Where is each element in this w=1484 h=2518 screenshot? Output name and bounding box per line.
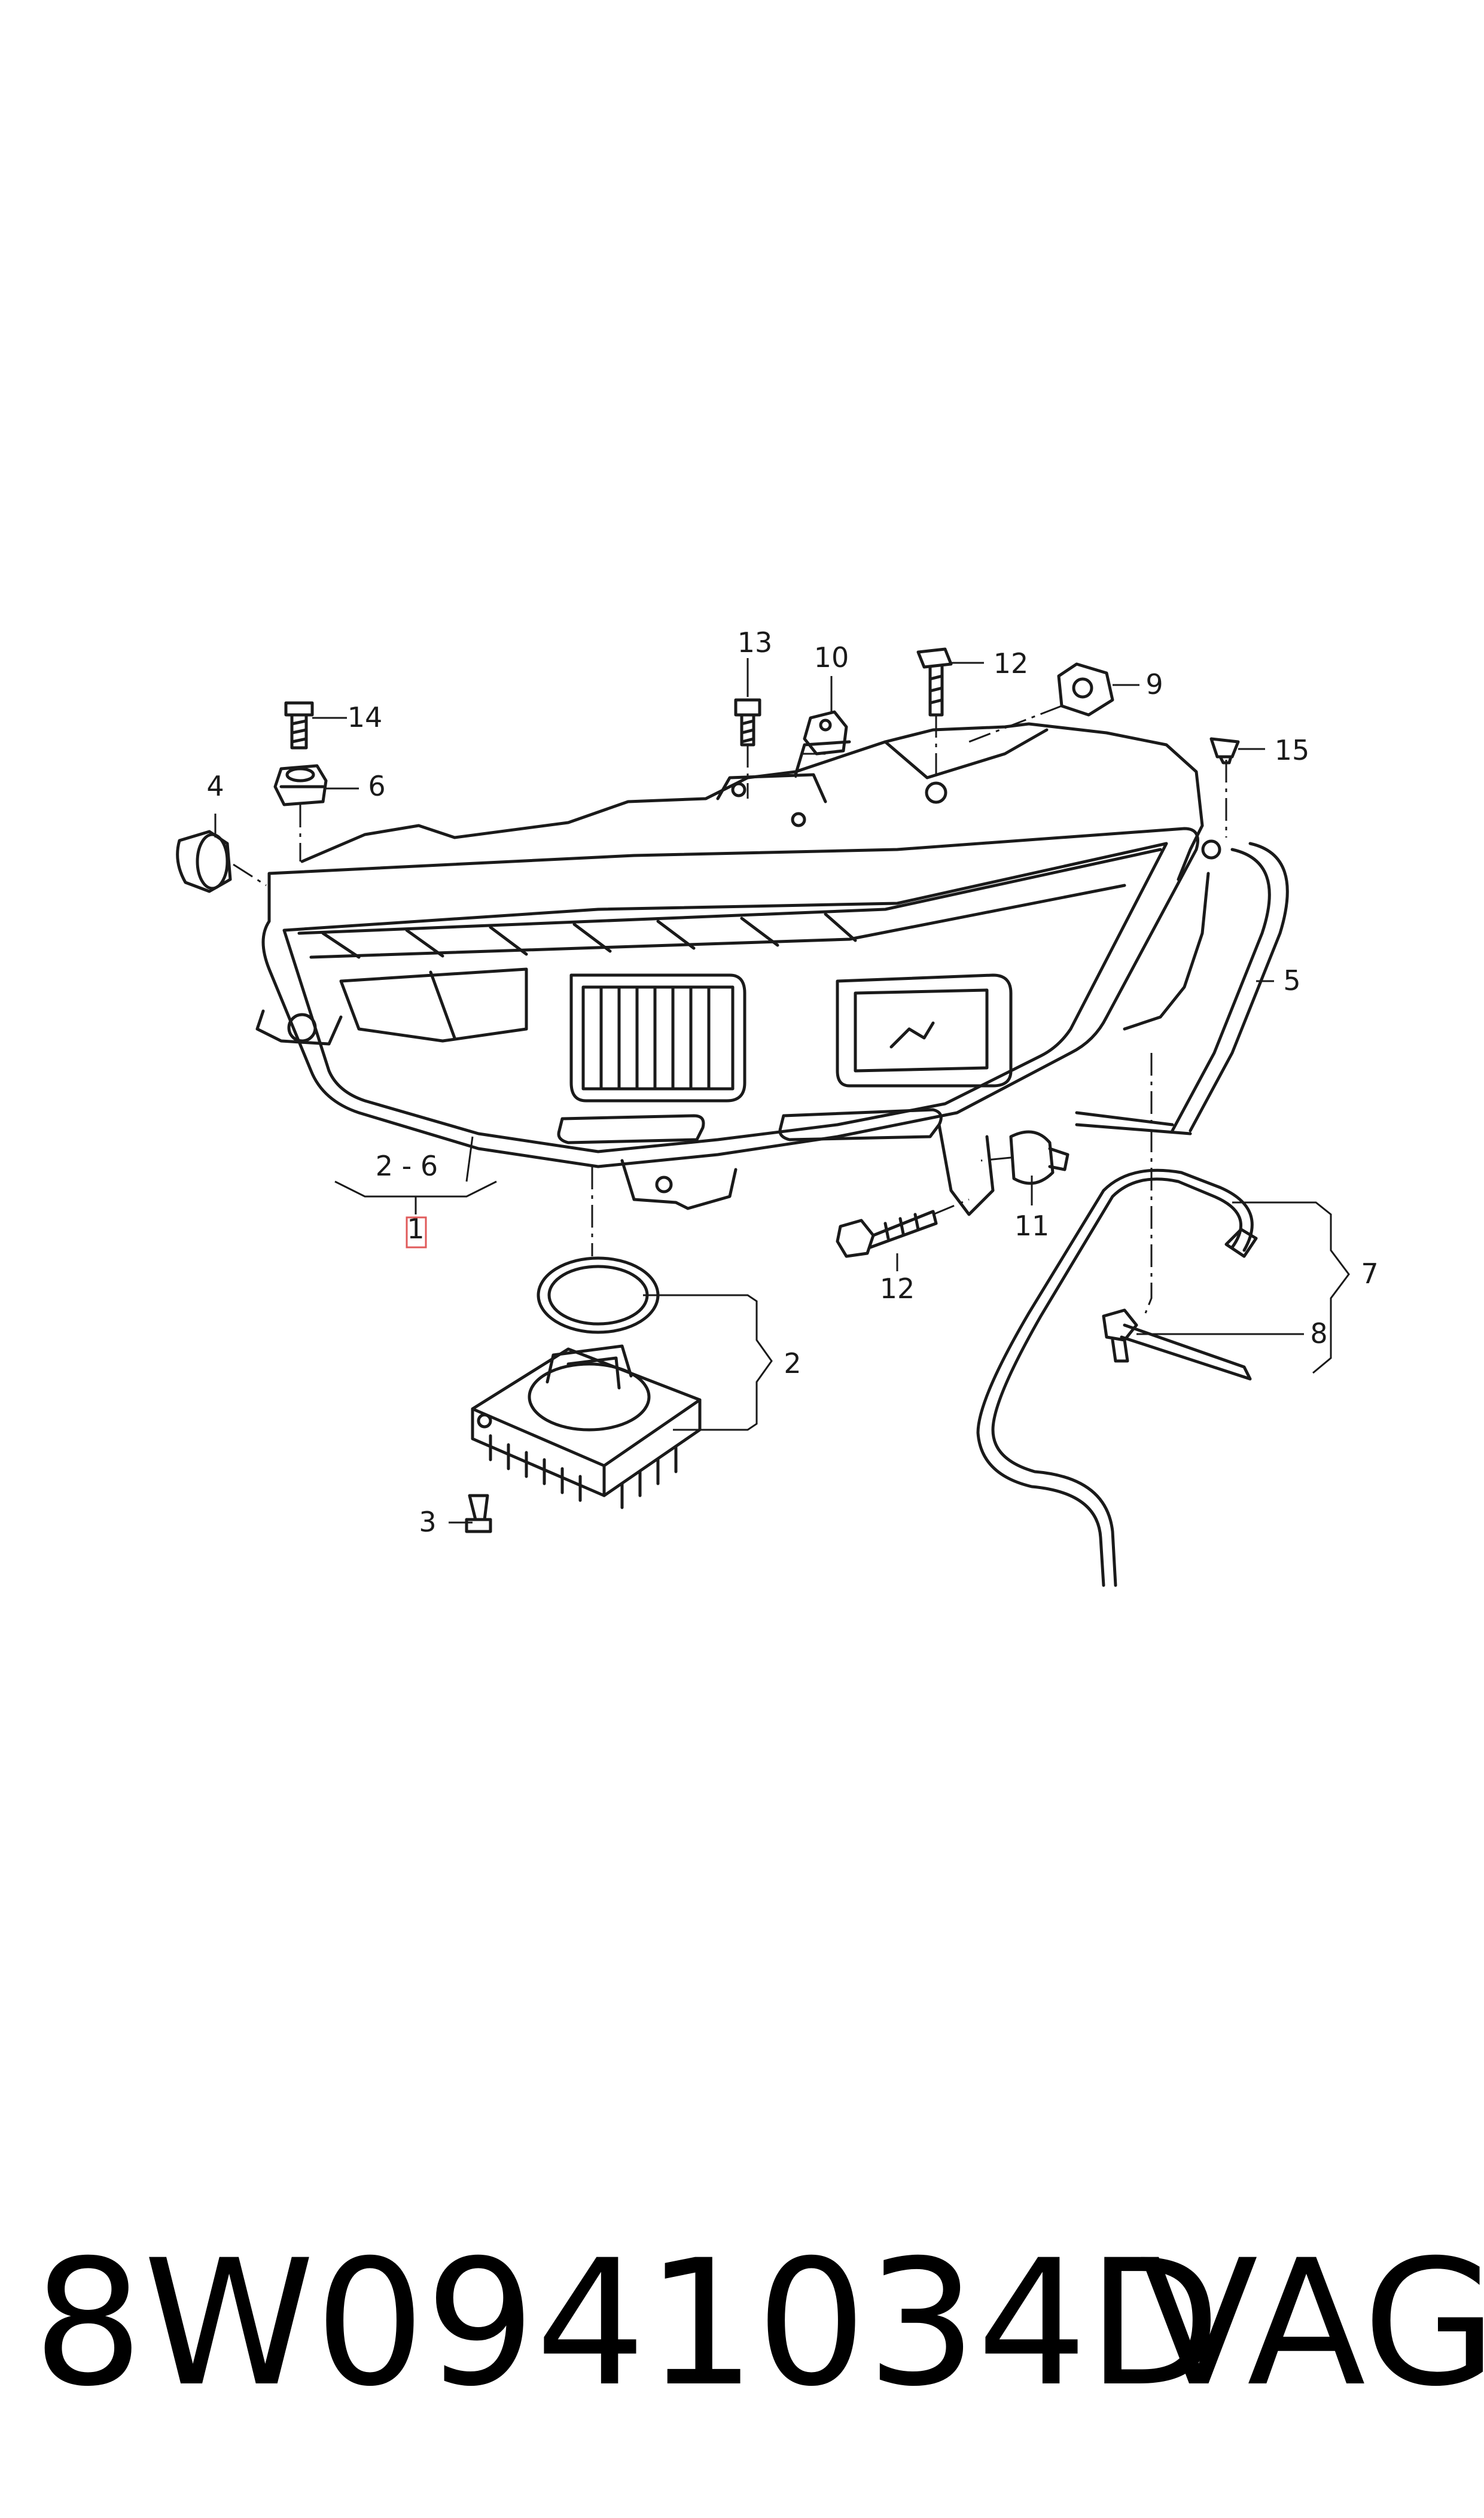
callout-4: 4 (206, 770, 224, 802)
part-13-screw (734, 698, 761, 747)
part-7-breather-hose (976, 1168, 1258, 1587)
part-number: 8W0941034D (33, 2223, 1221, 2425)
brand-label: VAG (1139, 2223, 1484, 2425)
callout-8: 8 (1310, 1317, 1327, 1350)
part-3-screw (465, 1494, 492, 1533)
part-14-screw (284, 701, 314, 750)
part-2-o-ring (537, 1256, 660, 1334)
callout-12-bottom: 12 (880, 1272, 915, 1305)
part-9-clip (1057, 662, 1114, 717)
callout-11: 11 (1014, 1210, 1050, 1242)
part-12-screw-lower (836, 1210, 938, 1258)
callout-5: 5 (1283, 964, 1300, 997)
part-10-clip-nut (803, 710, 848, 756)
part-2-control-module (471, 1344, 702, 1509)
callout-6: 6 (368, 770, 385, 802)
part-5-seal-strip (1075, 842, 1289, 1135)
part-8-cable-tie (1102, 1308, 1252, 1381)
callout-7: 7 (1361, 1258, 1378, 1290)
callout-labels: 1 2 - 6 2 3 4 5 6 7 8 9 10 11 12 12 13 1… (206, 626, 1378, 1538)
callout-9: 9 (1145, 668, 1163, 701)
callout-10: 10 (814, 641, 849, 674)
callout-2-6: 2 - 6 (376, 1150, 438, 1182)
part-15-screw (1209, 737, 1240, 765)
part-4-cap (176, 830, 232, 893)
part-6-nut (273, 764, 328, 806)
assembly-lines (233, 705, 1227, 1314)
highlight-box-1 (406, 1216, 427, 1249)
callout-15: 15 (1275, 734, 1310, 766)
callout-14: 14 (348, 701, 383, 733)
callout-13: 13 (738, 626, 773, 659)
leader-lines (214, 658, 1350, 1524)
callout-3: 3 (419, 1506, 436, 1538)
headlight-housing (255, 722, 1221, 1216)
part-11-grommet (1009, 1130, 1069, 1185)
part-12-screw-top (916, 647, 953, 717)
callout-2: 2 (784, 1347, 801, 1380)
callout-12-top: 12 (994, 647, 1029, 680)
